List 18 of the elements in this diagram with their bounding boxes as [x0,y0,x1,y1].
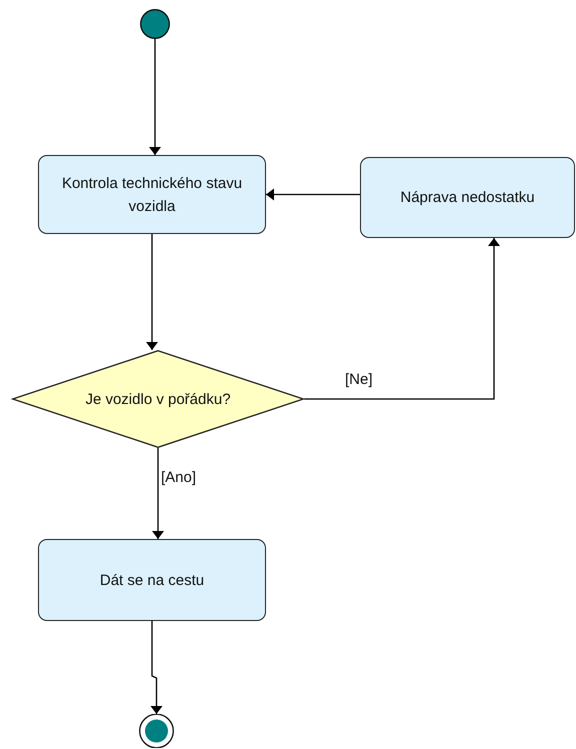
arrow [266,190,360,198]
node-text: Kontrola technického stavu vozidla [60,174,244,216]
action-box [38,155,266,234]
node-text: Náprava nedostatku [400,188,535,208]
arrow [151,621,160,714]
arrow [154,448,162,539]
node-text: Dát se na cestu [100,570,204,590]
action-box [38,539,266,621]
node-text: Je vozidlo v pořádku? [85,390,231,410]
initial-node [140,9,170,39]
arrow [148,234,156,350]
arrow [151,39,159,155]
edge-label: [Ano] [160,469,198,487]
decision-diamond [10,350,306,448]
edge-label: [Ne] [344,371,374,389]
action-box [360,157,575,238]
arrow [304,238,498,400]
final-node [139,714,174,748]
